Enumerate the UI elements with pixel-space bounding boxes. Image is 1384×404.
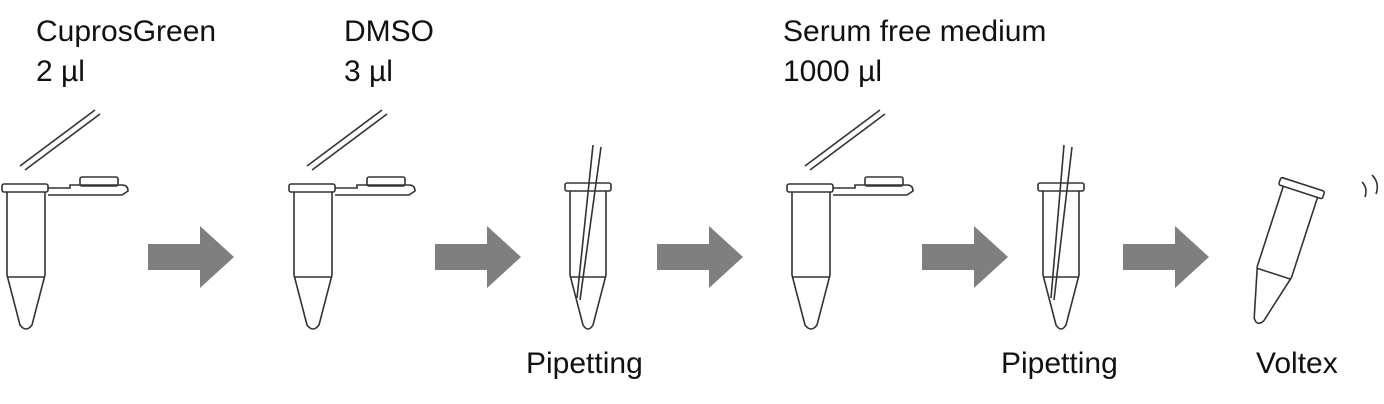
vortex-tube-icon (1253, 176, 1326, 325)
reagent-label-serum-free-medium: Serum free medium (783, 15, 1047, 48)
action-label-voltex: Voltex (1256, 347, 1338, 380)
action-label-pipetting-2: Pipetting (1001, 347, 1118, 380)
step-arrow-icon (148, 226, 234, 288)
pipette-tip-icon (19, 109, 96, 167)
step-arrow-icon (435, 226, 521, 288)
volume-label-cuprosgreen: 2 µl (36, 55, 85, 88)
open-tube-icon (1, 109, 129, 330)
step-arrow-icon (657, 226, 743, 288)
action-label-pipetting-1: Pipetting (526, 347, 643, 380)
pipetting-tube-icon (1037, 144, 1085, 330)
reagent-label-dmso: DMSO (344, 15, 434, 48)
reagent-label-cuprosgreen: CuprosGreen (36, 15, 217, 48)
pipetting-tube-icon (564, 144, 612, 330)
open-tube-icon (786, 109, 914, 330)
step-arrow-icon (1123, 226, 1209, 288)
volume-label-dmso: 3 µl (344, 55, 393, 88)
volume-label-serum-free-medium: 1000 µl (783, 55, 883, 88)
step-arrow-icon (922, 226, 1008, 288)
vibration-marks-icon (1361, 174, 1379, 198)
open-tube-icon (288, 109, 416, 330)
